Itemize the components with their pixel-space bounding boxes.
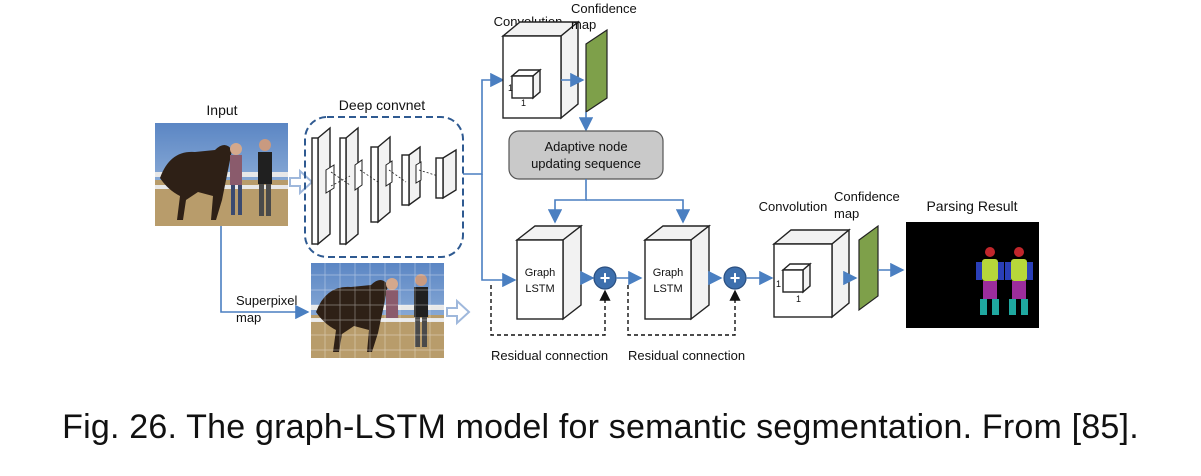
top-confidence-label-1: Confidence [571, 1, 637, 16]
bottom-kernel-height: 1 [776, 279, 781, 289]
bottom-kernel-width: 1 [796, 294, 801, 304]
input-photo [155, 123, 288, 226]
deep-convnet-label: Deep convnet [339, 97, 426, 113]
adaptive-to-lstm2-arrow [586, 199, 691, 224]
bottom-convolution-label: Convolution [759, 199, 828, 214]
parsing-result-image [906, 222, 1039, 328]
bottom-confidence-label-1: Confidence [834, 189, 900, 204]
superpixel-map-image [311, 263, 444, 358]
residual-label-1: Residual connection [491, 348, 608, 363]
bottom-convolution-block [772, 228, 851, 319]
convnet-to-top-conv-arrow [463, 72, 505, 175]
deep-convnet-group [304, 116, 464, 258]
superpixel-to-lstm-arrow [446, 298, 471, 326]
top-kernel-height: 1 [508, 83, 513, 93]
top-confidence-map [585, 28, 608, 114]
superpixel-label-1: Superpixel [236, 293, 298, 308]
plus-node-2-symbol: + [730, 268, 741, 288]
superpixel-label-2: map [236, 310, 261, 325]
convnet-layers [311, 126, 457, 246]
graph-lstm-diagram: Input Deep convnet [155, 1, 1039, 363]
input-label: Input [206, 102, 237, 118]
residual-connection-2 [627, 285, 741, 336]
convnet-to-lstm1-arrow [481, 174, 517, 288]
lstm1-label-graph: Graph [525, 267, 556, 279]
adaptive-label-2: updating sequence [531, 156, 641, 171]
adaptive-to-lstm1-arrow [547, 179, 587, 224]
bottom-confidence-map [858, 224, 879, 312]
residual-label-2: Residual connection [628, 348, 745, 363]
top-confidence-label-2: map [571, 17, 596, 32]
lstm1-label-lstm: LSTM [525, 283, 554, 295]
input-to-convnet-arrow [289, 168, 314, 196]
top-kernel-width: 1 [521, 98, 526, 108]
plus-node-1-symbol: + [600, 268, 611, 288]
parsing-result-label: Parsing Result [926, 198, 1017, 214]
residual-connection-1 [490, 285, 611, 336]
lstm2-label-graph: Graph [653, 267, 684, 279]
figure-caption: Fig. 26. The graph-LSTM model for semant… [62, 408, 1139, 446]
adaptive-label-1: Adaptive node [544, 139, 627, 154]
lstm2-label-lstm: LSTM [653, 283, 682, 295]
graph-lstm-block-2 [642, 224, 712, 321]
graph-lstm-block-1 [514, 224, 584, 321]
top-convolution-block [501, 20, 580, 120]
bottom-confidence-label-2: map [834, 206, 859, 221]
input-to-superpixel-arrow [220, 226, 310, 320]
